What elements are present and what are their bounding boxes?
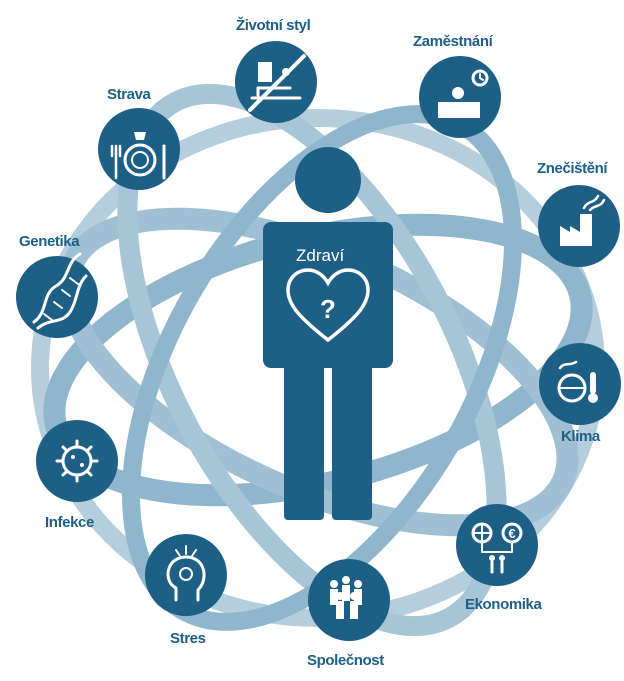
label-stress: Stres xyxy=(170,630,206,647)
label-climate: Klima xyxy=(561,428,600,445)
climate-circle xyxy=(539,343,621,425)
climate-icon xyxy=(557,360,598,403)
center-label: Zdraví xyxy=(296,246,345,265)
label-society: Společnost xyxy=(307,652,384,669)
sedentary-lifestyle-icon xyxy=(248,54,306,112)
economy-icon: € xyxy=(471,522,523,574)
heart-question-icon: ? xyxy=(286,268,370,343)
label-infection: Infekce xyxy=(45,514,94,531)
food-plate-icon xyxy=(110,132,166,180)
orbit-ellipse-3 xyxy=(117,83,507,637)
person-head xyxy=(295,147,361,213)
person-torso xyxy=(263,222,393,368)
person-right-leg xyxy=(332,356,372,520)
factory-pollution-icon xyxy=(560,194,606,246)
stress-circle xyxy=(145,534,227,616)
label-employment: Zaměstnání xyxy=(413,33,493,50)
person-figure xyxy=(263,147,393,520)
stress-head-icon xyxy=(166,545,206,602)
label-genetics: Genetika xyxy=(19,233,80,250)
label-pollution: Znečištění xyxy=(537,160,608,177)
office-worker-icon xyxy=(438,69,489,118)
dna-icon xyxy=(32,252,88,330)
virus-icon xyxy=(55,439,99,483)
diet-circle xyxy=(98,108,180,190)
label-economy: Ekonomika xyxy=(465,596,542,613)
label-lifestyle: Životní styl xyxy=(236,17,311,34)
society-crowd-icon xyxy=(330,576,362,619)
genetics-circle xyxy=(16,256,98,338)
label-diet: Strava xyxy=(107,86,151,103)
pollution-circle xyxy=(538,185,620,267)
person-left-leg xyxy=(284,356,324,520)
infection-circle xyxy=(36,420,118,502)
svg-text:€: € xyxy=(508,526,515,541)
economy-circle xyxy=(456,504,538,586)
svg-text:?: ? xyxy=(320,294,336,324)
